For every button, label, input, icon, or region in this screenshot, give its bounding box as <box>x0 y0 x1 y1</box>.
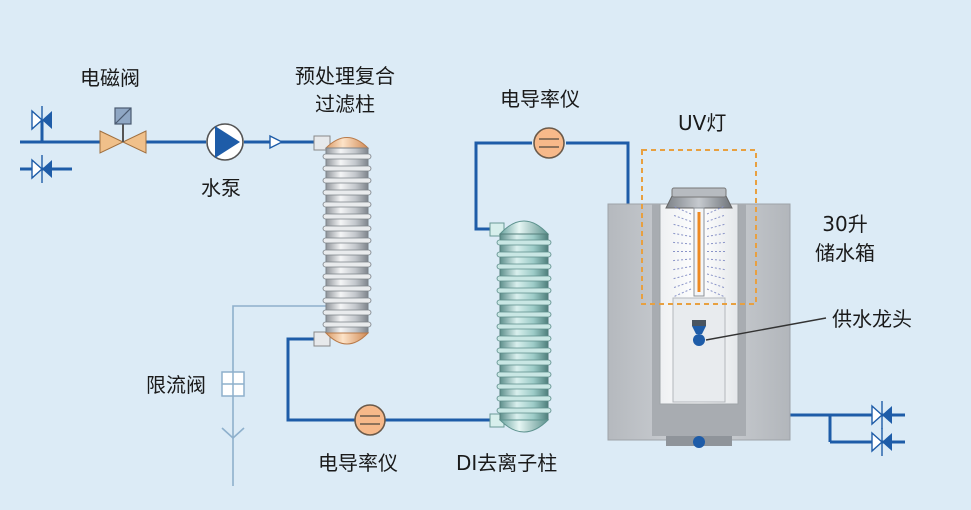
uv-ray <box>706 266 726 271</box>
column-rib <box>496 263 552 270</box>
column-rib <box>496 275 552 282</box>
faucet-label: 供水龙头 <box>832 307 912 331</box>
tank-label-line2: 储水箱 <box>815 241 875 265</box>
column-rib <box>496 299 552 306</box>
uv-ray <box>706 214 726 222</box>
column-rib <box>322 165 372 172</box>
inlet-valve-top-icon <box>31 106 52 134</box>
column-rib <box>322 285 372 292</box>
flow-arrow-icon <box>269 134 284 150</box>
di-to-tank-pipe <box>474 141 630 231</box>
column-rib <box>322 225 372 232</box>
di-column-label: DI去离子柱 <box>456 451 558 475</box>
pump-label: 水泵 <box>201 176 241 200</box>
column-rib <box>322 237 372 244</box>
uv-ray <box>672 273 692 280</box>
uv-ray <box>706 258 726 262</box>
column-rib <box>496 323 552 330</box>
pretreat-to-di-pipe <box>286 337 500 422</box>
uv-ray <box>706 288 726 298</box>
solenoid-valve-label: 电磁阀 <box>80 66 140 90</box>
conductivity-top-label: 电导率仪 <box>500 87 580 111</box>
column-rib <box>322 177 372 184</box>
column-rib <box>496 383 552 390</box>
uv-ray <box>672 223 692 230</box>
tank-outlet-icon <box>693 436 705 448</box>
uv-ray <box>672 281 692 289</box>
faucet-callout-line <box>705 317 827 341</box>
uv-ray <box>706 241 726 245</box>
uv-lamp-frame <box>641 149 757 305</box>
column-rib <box>496 335 552 342</box>
column-rib <box>322 201 372 208</box>
column-rib <box>496 287 552 294</box>
column-rib <box>496 311 552 318</box>
conductivity-meter-bottom-icon <box>354 404 386 436</box>
column-rib <box>322 249 372 256</box>
conductivity-bottom-label: 电导率仪 <box>318 451 398 475</box>
column-rib <box>496 239 552 246</box>
water-pump-icon <box>206 123 244 161</box>
column-rib <box>322 297 372 304</box>
uv-ray <box>672 258 692 262</box>
inlet-valve-bottom-icon <box>31 155 52 183</box>
uv-ray <box>706 273 726 280</box>
uv-ray <box>672 232 692 237</box>
column-rib <box>496 371 552 378</box>
di-ion-exchange-column <box>489 220 552 433</box>
column-rib <box>322 261 372 268</box>
uv-ray <box>672 288 692 298</box>
column-rib <box>322 321 372 328</box>
pretreat-label-line1: 预处理复合 <box>295 64 395 88</box>
uv-ray <box>672 205 692 215</box>
uv-ray <box>672 241 692 245</box>
pretreatment-filter-column <box>313 135 372 347</box>
uv-ray <box>706 281 726 289</box>
pretreat-label-line2: 过滤柱 <box>315 92 375 116</box>
faucet-icon <box>692 320 706 346</box>
column-rib <box>322 273 372 280</box>
column-rib <box>322 309 372 316</box>
column-rib <box>496 251 552 258</box>
uv-ray <box>672 266 692 271</box>
uv-ray <box>706 232 726 237</box>
flow-limit-valve-icon <box>221 371 245 397</box>
uv-lamp <box>665 187 733 298</box>
column-rib <box>496 407 552 414</box>
outlet-valve-bottom-icon <box>871 428 892 456</box>
column-rib <box>496 347 552 354</box>
column-rib <box>322 213 372 220</box>
conductivity-meter-top-icon <box>533 127 565 159</box>
drain-line <box>221 305 326 486</box>
flow-limit-valve-label: 限流阀 <box>146 373 206 397</box>
column-rib <box>322 189 372 196</box>
column-rib <box>496 359 552 366</box>
column-rib <box>322 153 372 160</box>
uv-ray <box>706 223 726 230</box>
solenoid-valve-icon <box>99 107 147 154</box>
uv-ray <box>706 205 726 215</box>
uv-lamp-label: UV灯 <box>678 111 727 135</box>
outlet-valve-top-icon <box>871 401 892 429</box>
uv-ray <box>672 214 692 222</box>
column-rib <box>496 395 552 402</box>
tank-label-line1: 30升 <box>822 212 868 236</box>
